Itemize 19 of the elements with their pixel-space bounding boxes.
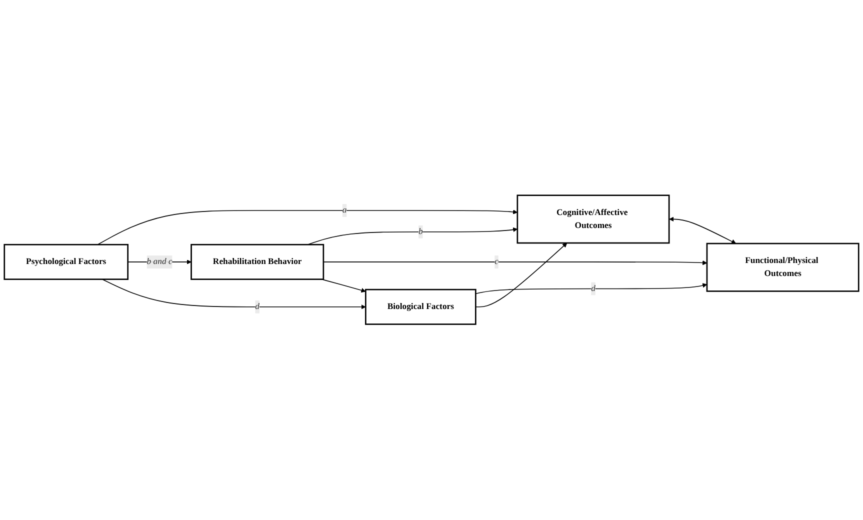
- arrow: [669, 217, 736, 244]
- node-box: Psychological Factors: [4, 244, 129, 280]
- arrow: [97, 210, 518, 246]
- arrow: [475, 243, 568, 308]
- edge-label: b and c: [146, 257, 172, 266]
- arrow: [307, 228, 518, 246]
- node-box: Biological Factors: [365, 289, 476, 326]
- node-box: Cognitive/Affective Outcomes: [516, 194, 670, 244]
- node-box: Functional/Physical Outcomes: [706, 243, 860, 292]
- arrow: [323, 260, 708, 266]
- node-box: Rehabilitation Behavior: [190, 244, 324, 280]
- edge-label: c: [494, 257, 498, 266]
- arrow: [475, 283, 708, 294]
- edge-label: d: [591, 284, 596, 294]
- arrow: [321, 279, 366, 293]
- edge-label: b: [418, 227, 423, 236]
- edge-label: d: [255, 302, 260, 312]
- arrow: [102, 279, 366, 310]
- edge-label: a: [342, 206, 347, 216]
